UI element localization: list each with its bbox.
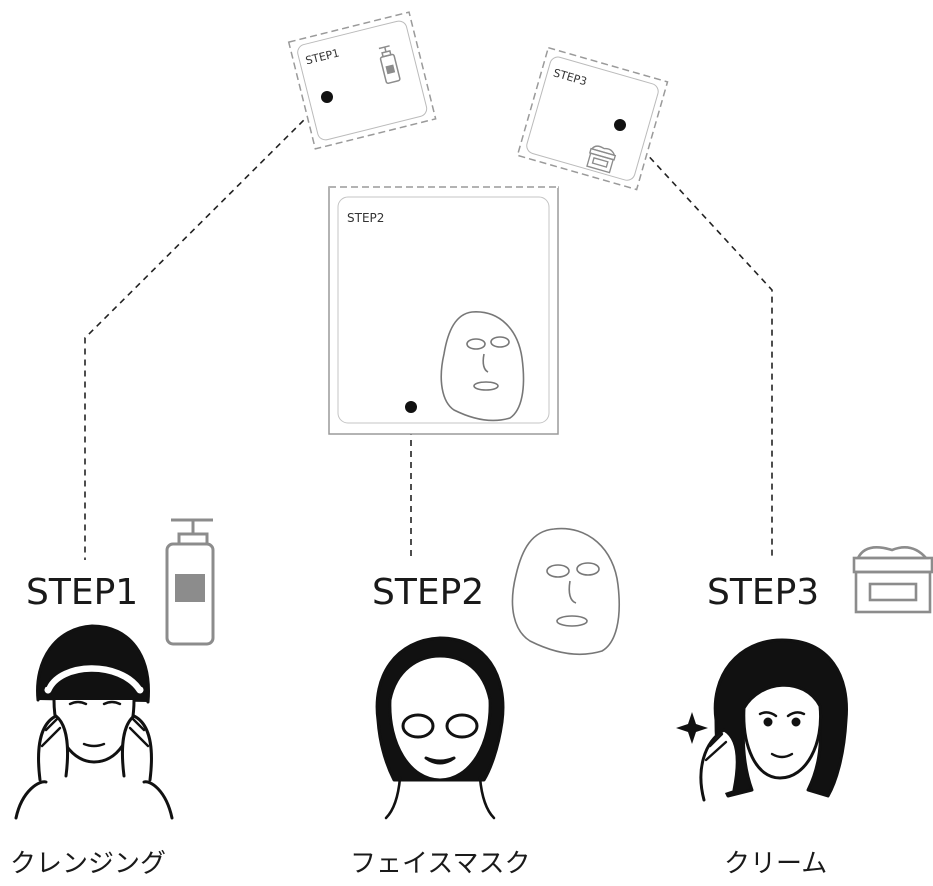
step1-pump-bottle-icon bbox=[167, 520, 213, 644]
step2-caption: フェイスマスク bbox=[350, 849, 530, 879]
packet-step2-label: STEP2 bbox=[347, 211, 384, 225]
step3-label: STEP3 bbox=[707, 572, 819, 613]
packet-step2-dot bbox=[405, 401, 417, 413]
step3-cream-jar-icon bbox=[854, 547, 932, 612]
woman-wearing-mask-figure bbox=[377, 638, 503, 818]
step3-caption: クリーム bbox=[724, 849, 827, 879]
packet-step1-outer bbox=[289, 12, 436, 149]
step2-face-mask-icon bbox=[512, 529, 619, 655]
packet-step2: STEP2 bbox=[329, 187, 558, 434]
connector-step1 bbox=[85, 97, 327, 560]
woman-applying-cream-figure bbox=[676, 640, 846, 800]
packet-step1-dot bbox=[321, 91, 333, 103]
step2-label: STEP2 bbox=[372, 572, 484, 613]
step1-label: STEP1 bbox=[26, 572, 138, 613]
step1-caption: クレンジング bbox=[10, 849, 166, 879]
packet-step3: STEP3 bbox=[517, 48, 667, 190]
packet-step3-dot bbox=[614, 119, 626, 131]
connector-step3 bbox=[620, 125, 772, 560]
woman-cleansing-face-figure bbox=[16, 626, 172, 818]
packet-step1: STEP1 bbox=[289, 12, 436, 149]
